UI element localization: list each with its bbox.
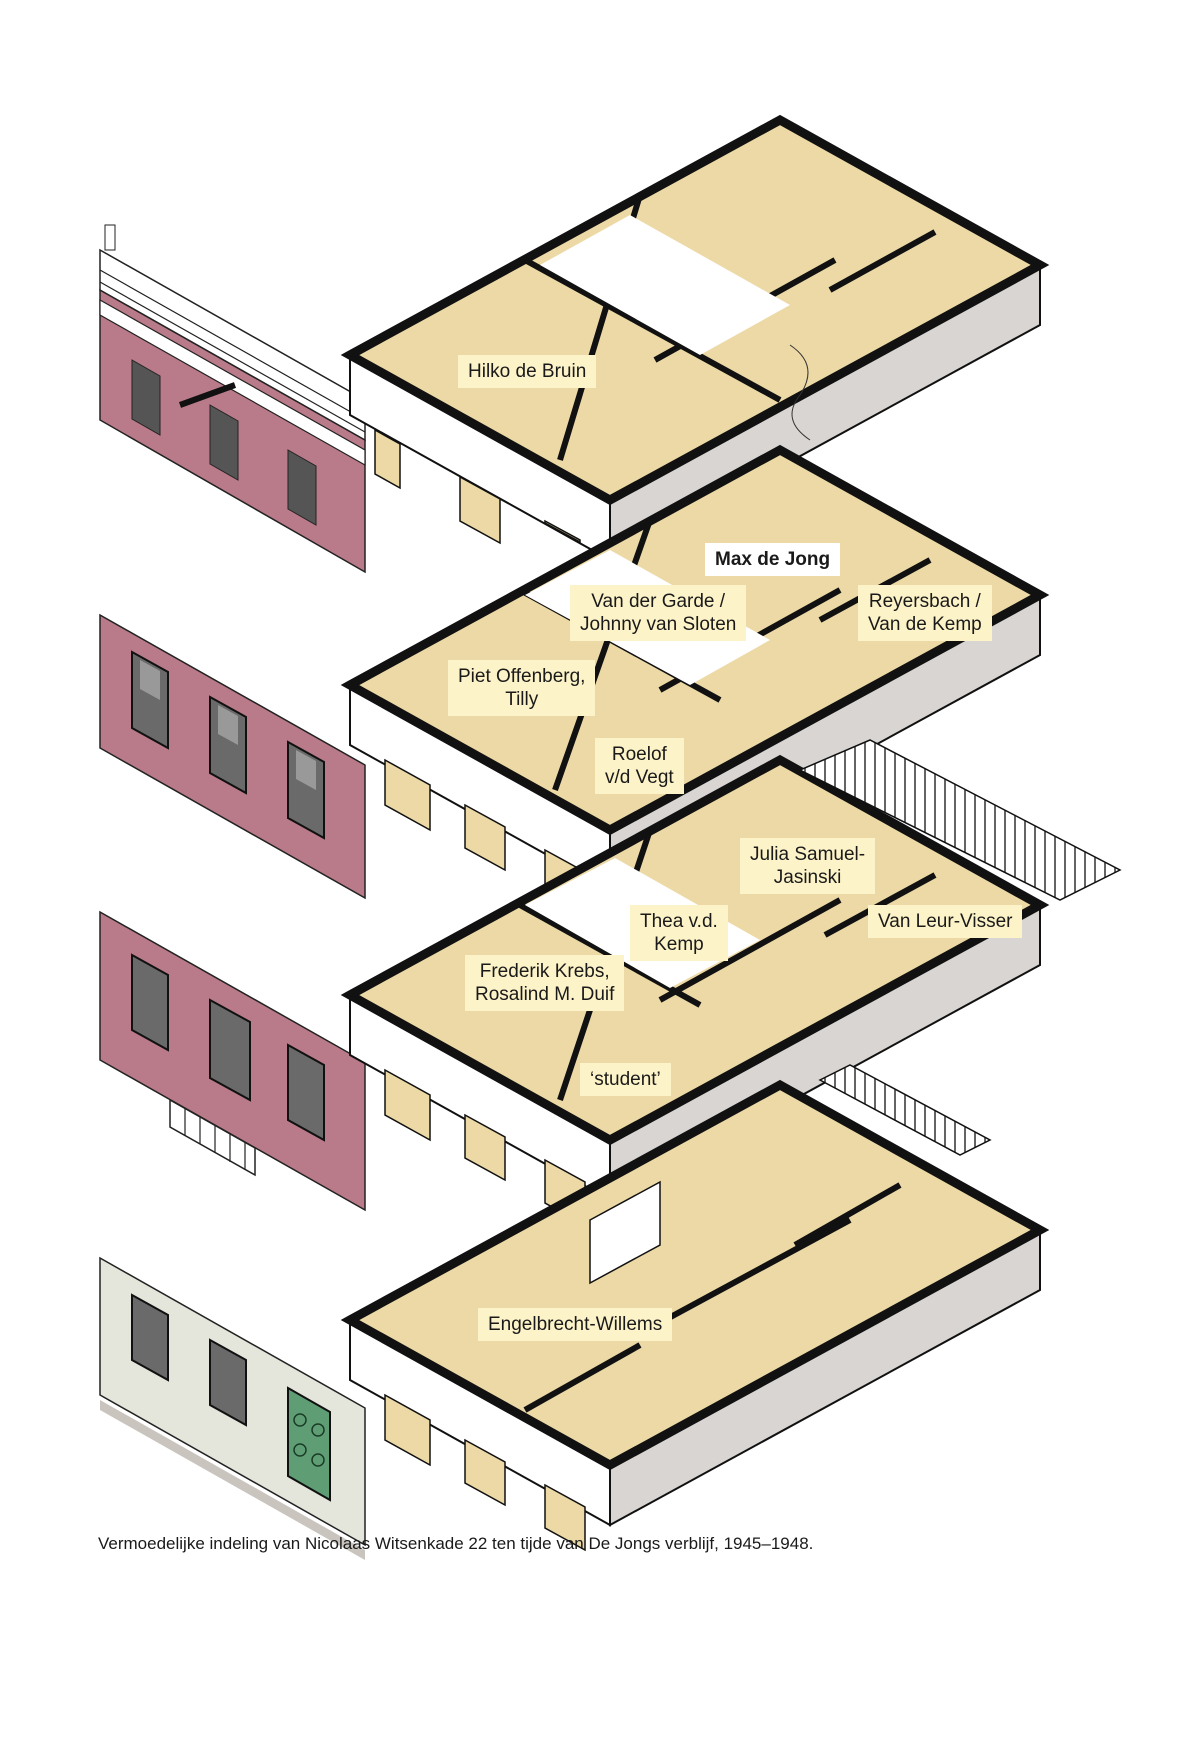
- room-label-roelof-vd-vegt: Roelof v/d Vegt: [595, 738, 684, 794]
- facade-ground-floor: [99, 1256, 366, 1560]
- room-label-julia-samuel-jasinski: Julia Samuel- Jasinski: [740, 838, 876, 894]
- room-label-max-de-jong: Max de Jong: [705, 543, 841, 576]
- room-label-reyersbach: Reyersbach / Van de Kemp: [858, 585, 992, 641]
- room-label-hilko-de-bruin: Hilko de Bruin: [458, 355, 597, 388]
- room-label-frederik-krebs: Frederik Krebs, Rosalind M. Duif: [465, 955, 625, 1011]
- facade-first-floor: [99, 910, 366, 1212]
- room-label-van-der-garde: Van der Garde / Johnny van Sloten: [570, 585, 747, 641]
- room-label-van-leur-visser: Van Leur-Visser: [868, 905, 1023, 938]
- room-label-thea-vd-kemp: Thea v.d. Kemp: [630, 905, 728, 961]
- facade-second-floor: [99, 613, 366, 900]
- room-label-piet-offenberg: Piet Offenberg, Tilly: [448, 660, 596, 716]
- floor-ground: [340, 1064, 1050, 1552]
- room-label-student: ‘student’: [580, 1063, 671, 1096]
- facade-top-floor: [99, 224, 366, 574]
- figure-caption: Vermoedelijke indeling van Nicolaas Wits…: [98, 1534, 814, 1553]
- room-label-engelbrecht-willems: Engelbrecht-Willems: [478, 1308, 673, 1341]
